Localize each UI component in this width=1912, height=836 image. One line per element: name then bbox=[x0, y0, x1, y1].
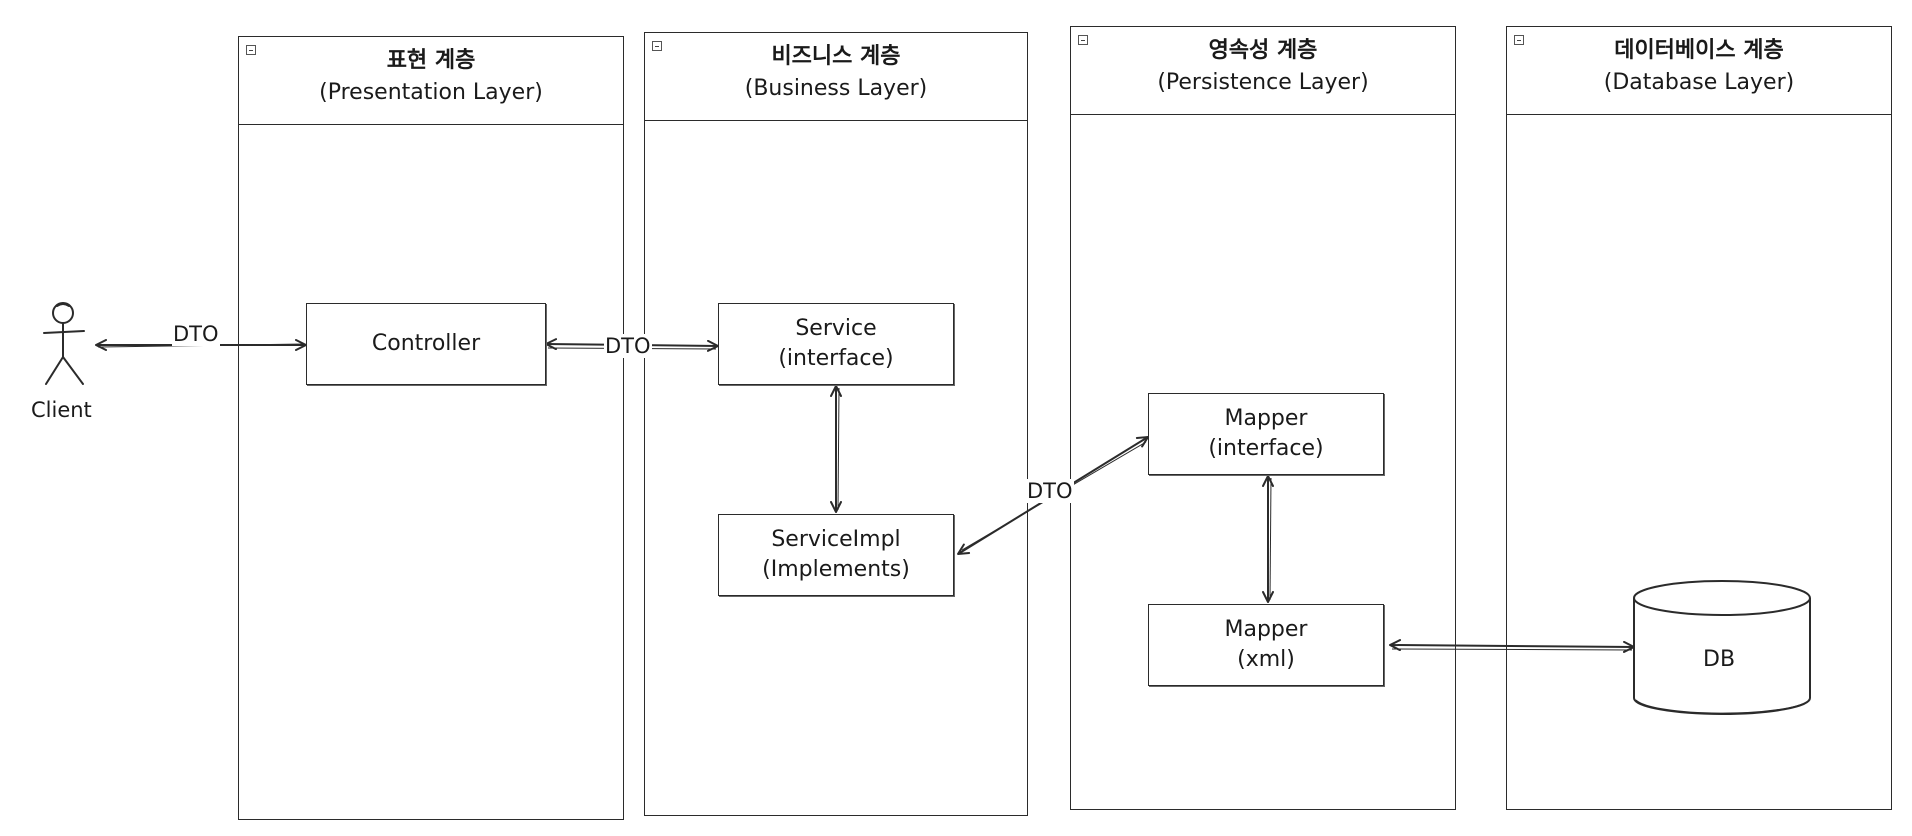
client-label: Client bbox=[31, 398, 92, 422]
mapper-interface-node-line1: Mapper bbox=[1224, 406, 1308, 431]
lane-business: 비즈니스 계층 (Business Layer) bbox=[644, 32, 1028, 816]
serviceimpl-node[interactable]: ServiceImpl (Implements) bbox=[718, 514, 954, 596]
edge-label-client-controller: DTO bbox=[172, 322, 220, 346]
lane-business-subtitle: (Business Layer) bbox=[744, 76, 928, 101]
edge-label-serviceimpl-mapper: DTO bbox=[1026, 479, 1074, 503]
mapper-xml-node-line2: (xml) bbox=[1237, 647, 1295, 672]
lane-database-title: 데이터베이스 계층 bbox=[1614, 38, 1784, 63]
collapse-icon[interactable] bbox=[1078, 35, 1088, 45]
db-cylinder-icon[interactable] bbox=[1633, 580, 1811, 715]
lane-business-header[interactable]: 비즈니스 계층 (Business Layer) bbox=[645, 33, 1027, 121]
service-node-line1: Service bbox=[795, 316, 877, 341]
edge-service-serviceimpl bbox=[830, 385, 842, 513]
serviceimpl-node-line1: ServiceImpl bbox=[771, 527, 901, 552]
lane-persistence-title: 영속성 계층 bbox=[1208, 38, 1318, 63]
lane-persistence-subtitle: (Persistence Layer) bbox=[1157, 70, 1369, 95]
edge-mapper-db bbox=[1389, 639, 1635, 653]
service-interface-node[interactable]: Service (interface) bbox=[718, 303, 954, 385]
mapper-interface-node-line2: (interface) bbox=[1208, 436, 1324, 461]
service-node-line2: (interface) bbox=[778, 346, 894, 371]
serviceimpl-node-line2: (Implements) bbox=[762, 557, 910, 582]
controller-node-label: Controller bbox=[371, 331, 481, 356]
controller-node[interactable]: Controller bbox=[306, 303, 546, 385]
collapse-icon[interactable] bbox=[1514, 35, 1524, 45]
lane-persistence-header[interactable]: 영속성 계층 (Persistence Layer) bbox=[1071, 27, 1455, 115]
edge-label-controller-service: DTO bbox=[604, 334, 652, 358]
lane-database-subtitle: (Database Layer) bbox=[1603, 70, 1795, 95]
mapper-interface-node[interactable]: Mapper (interface) bbox=[1148, 393, 1384, 475]
lane-presentation-subtitle: (Presentation Layer) bbox=[319, 80, 543, 105]
client-actor-icon[interactable] bbox=[43, 302, 85, 385]
lane-business-title: 비즈니스 계층 bbox=[771, 44, 901, 69]
collapse-icon[interactable] bbox=[652, 41, 662, 51]
collapse-icon[interactable] bbox=[246, 45, 256, 55]
lane-presentation-title: 표현 계층 bbox=[386, 48, 476, 73]
lane-presentation-header[interactable]: 표현 계층 (Presentation Layer) bbox=[239, 37, 623, 125]
mapper-xml-node-line1: Mapper bbox=[1224, 617, 1308, 642]
edge-mapper-interface-xml bbox=[1262, 475, 1274, 603]
mapper-xml-node[interactable]: Mapper (xml) bbox=[1148, 604, 1384, 686]
db-label: DB bbox=[1703, 647, 1736, 672]
lane-presentation: 표현 계층 (Presentation Layer) bbox=[238, 36, 624, 820]
lane-database-header[interactable]: 데이터베이스 계층 (Database Layer) bbox=[1507, 27, 1891, 115]
